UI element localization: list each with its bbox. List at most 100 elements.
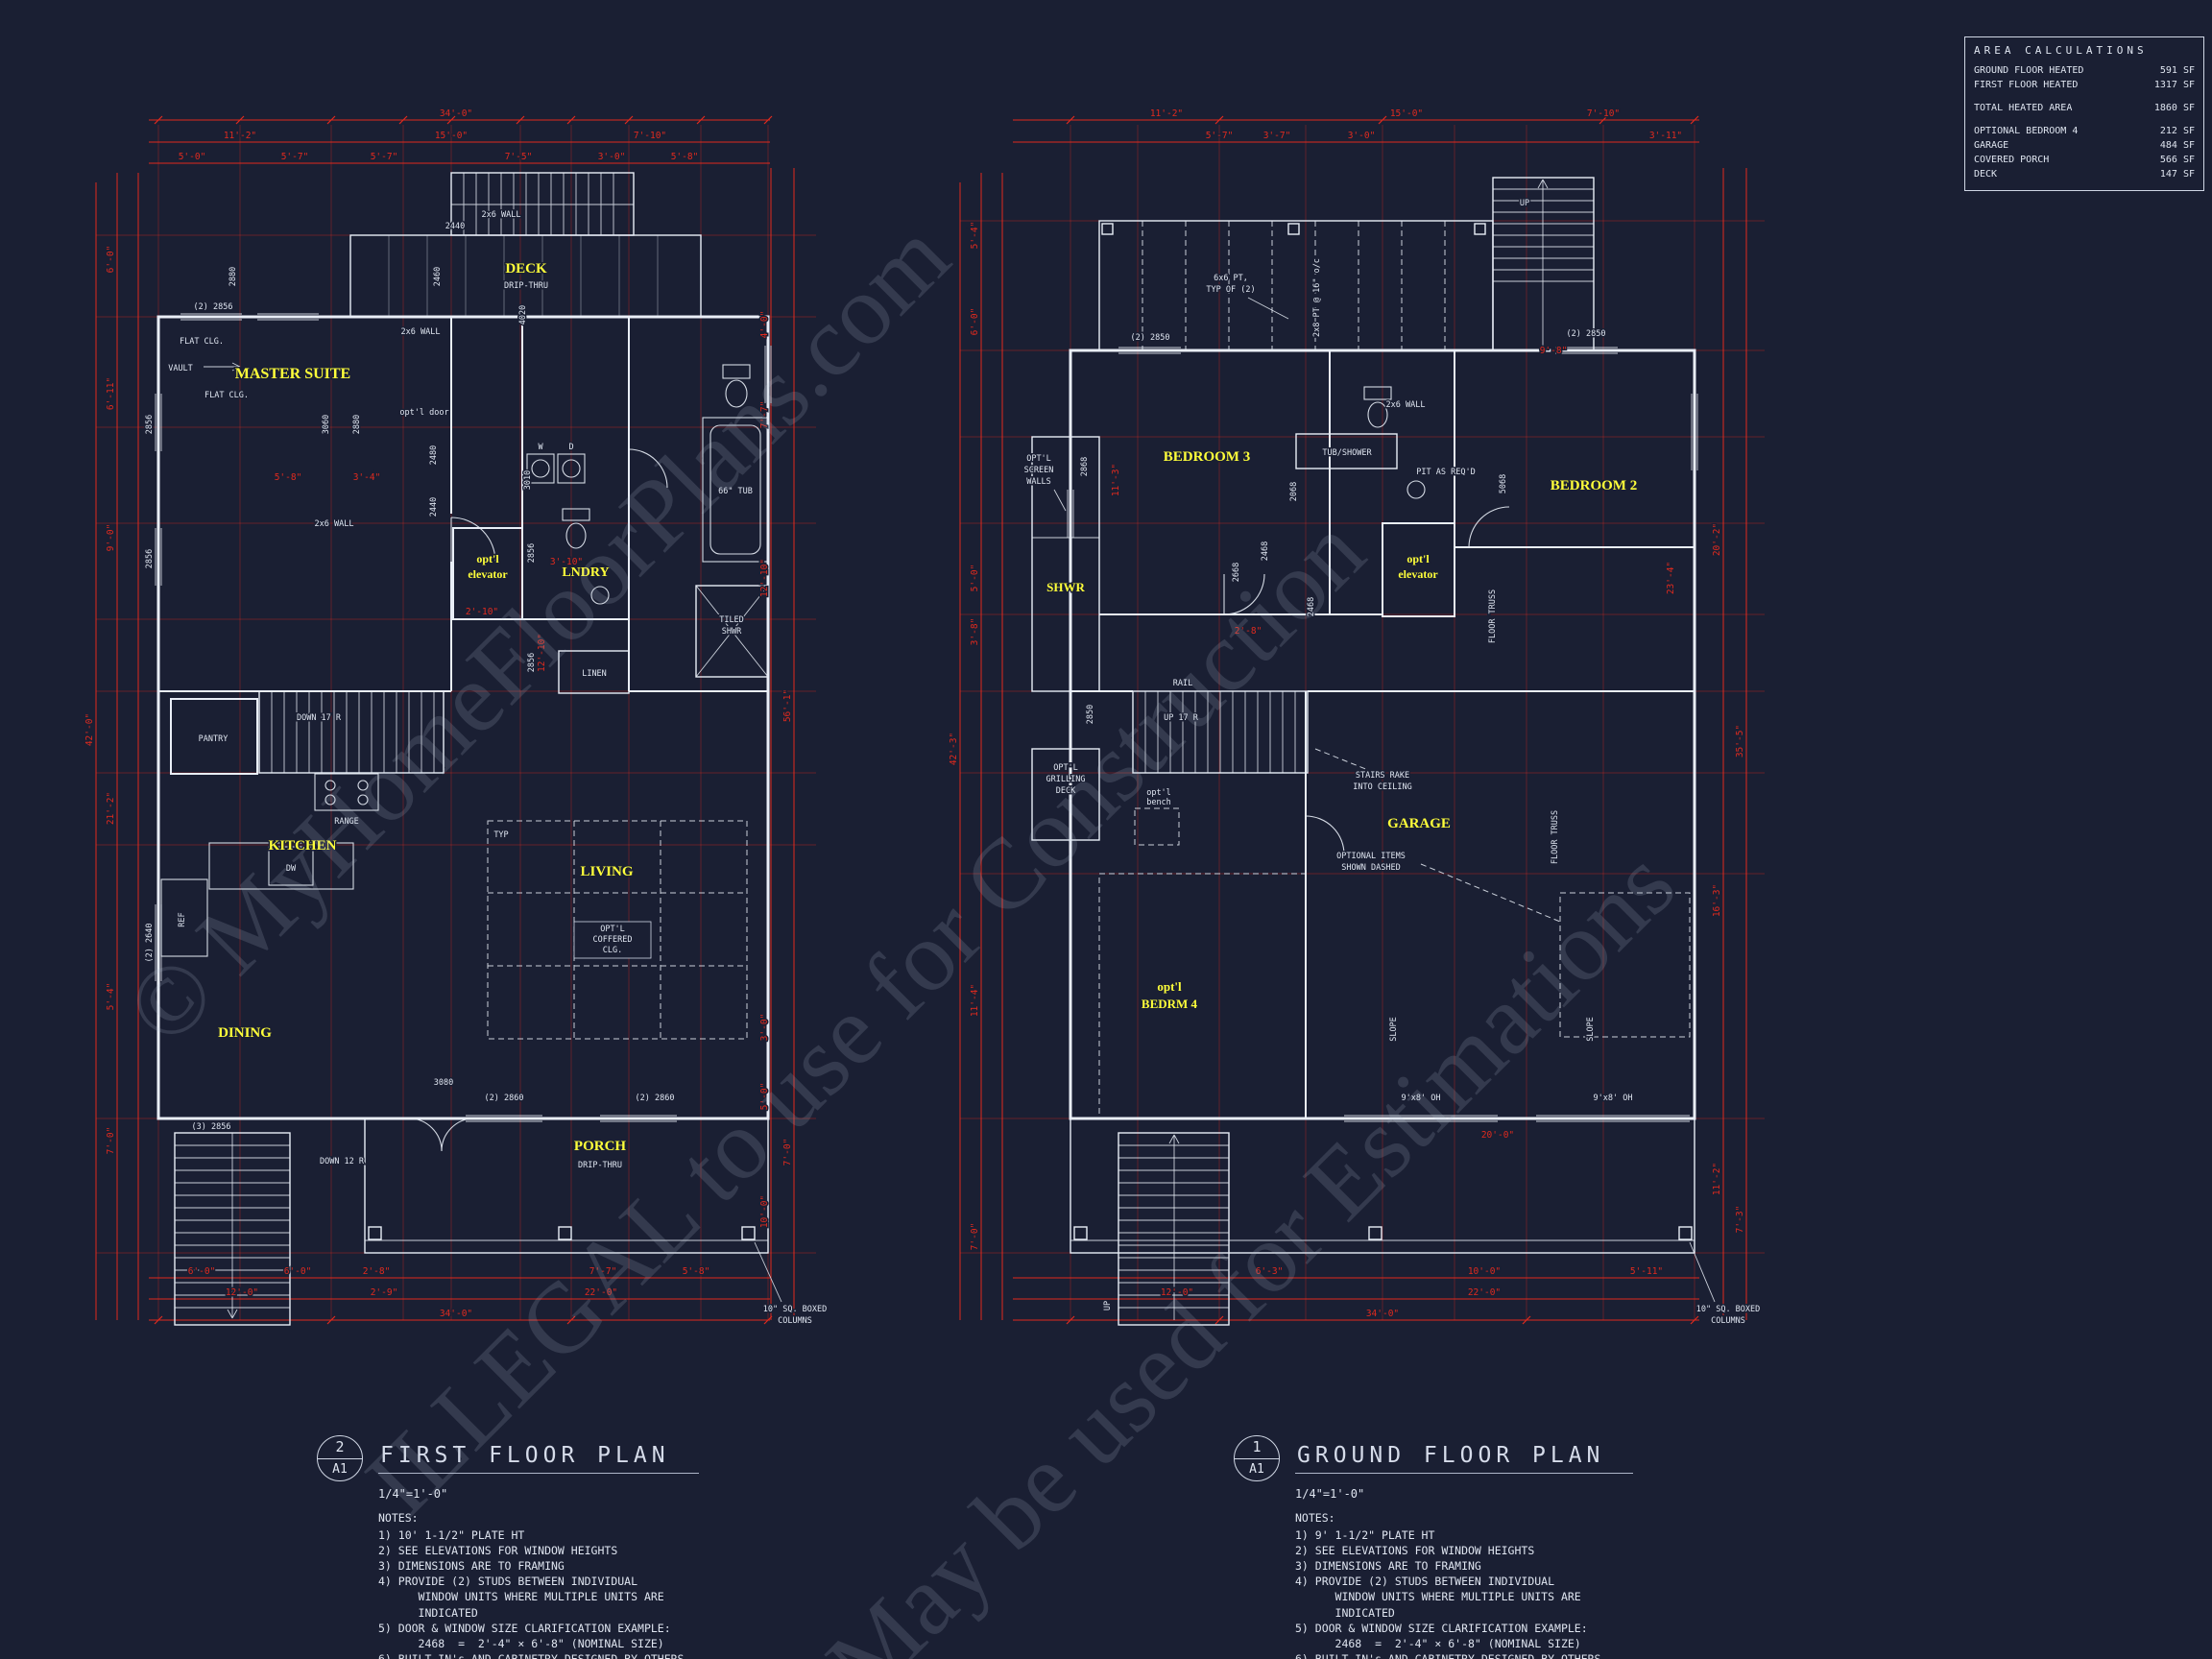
room-label: BEDROOM 3: [1164, 449, 1250, 465]
dimension-text: 7'-5": [505, 152, 533, 162]
annotation-text: UP 17 R: [1164, 713, 1199, 723]
plan-scale: 1/4"=1'-0": [1295, 1487, 1365, 1501]
dimension-text: 7'-10": [1587, 108, 1620, 119]
annotation-text: SHWR: [722, 627, 742, 637]
room-label: LIVING: [580, 864, 633, 879]
dimension-text: 23'-4": [1666, 562, 1676, 594]
annotation-text: WALLS: [1026, 477, 1051, 487]
annotation-text: UP: [1520, 199, 1529, 208]
area-row-value: 591 SF: [2159, 65, 2195, 76]
annotation-text: DRIP-THRU: [504, 281, 548, 291]
annotation-text: DOWN 17 R: [297, 713, 342, 723]
sheet-reference-bubble: 2 A1: [317, 1435, 363, 1481]
dimension-text: 21'-2": [106, 792, 116, 825]
annotation-text: 2880: [352, 415, 362, 434]
area-row-label: DECK: [1974, 169, 1998, 180]
dimension-text: 6'-0": [284, 1266, 312, 1277]
annotation-text: TYP OF (2): [1206, 285, 1255, 295]
note-line: INDICATED: [1295, 1605, 1395, 1620]
dimension-text: 42'-0": [84, 713, 95, 746]
note-line: 5) DOOR & WINDOW SIZE CLARIFICATION EXAM…: [1295, 1621, 1588, 1635]
area-row-value: 1317 SF: [2153, 80, 2195, 90]
room-label: elevator: [468, 567, 508, 581]
dimension-text: 6'-0": [106, 246, 116, 274]
dimension-text: 7'-7": [759, 401, 770, 429]
annotation-text: RAIL: [1173, 679, 1192, 688]
area-row-value: 484 SF: [2159, 140, 2195, 151]
annotation-text: bench: [1146, 798, 1171, 807]
room-label: DECK: [505, 261, 547, 276]
room-label: MASTER SUITE: [235, 366, 350, 382]
room-label: opt'l: [1157, 979, 1182, 994]
dimension-text: 5'-11": [1630, 1266, 1663, 1277]
annotation-text: FLOOR TRUSS: [1551, 810, 1560, 864]
dimension-text: 6'-0": [970, 308, 980, 336]
dimension-text: 5'-0": [970, 565, 980, 592]
dimension-text: 11'-2": [1712, 1163, 1722, 1195]
annotation-text: 2868: [1080, 457, 1090, 476]
notes-title: NOTES:: [378, 1511, 419, 1525]
area-row: OPTIONAL BEDROOM 4 212 SF: [1974, 124, 2195, 138]
annotation-text: 2x6 WALL: [1386, 400, 1426, 410]
dimension-text: 11'-4": [970, 984, 980, 1017]
annotation-text: 3010: [523, 470, 533, 490]
annotation-text: COLUMNS: [1711, 1316, 1745, 1326]
dimension-text: 15'-0": [435, 131, 468, 141]
room-label: KITCHEN: [269, 838, 337, 854]
annotation-text: 2856: [527, 543, 537, 563]
dimension-text: 2'-8": [363, 1266, 391, 1277]
dimension-text: 6'-3": [1256, 1266, 1284, 1277]
plan-title: FIRST FLOOR PLAN: [378, 1443, 699, 1474]
annotation-text: 10" SQ. BOXED: [1696, 1305, 1761, 1314]
plan-scale: 1/4"=1'-0": [378, 1487, 448, 1501]
annotation-text: CLG.: [603, 946, 622, 955]
dimension-text: 22'-0": [585, 1287, 617, 1298]
annotation-text: SLOPE: [1389, 1017, 1399, 1042]
annotation-text: DOWN 12 R: [320, 1157, 365, 1166]
area-row-value: 212 SF: [2159, 126, 2195, 136]
note-line: 3) DIMENSIONS ARE TO FRAMING: [378, 1559, 565, 1574]
first-floor-walls: [155, 172, 782, 1326]
annotation-text: DECK: [1056, 786, 1076, 796]
area-row-value: 147 SF: [2159, 169, 2195, 180]
note-line: 2) SEE ELEVATIONS FOR WINDOW HEIGHTS: [1295, 1544, 1535, 1558]
dimension-text: 34'-0": [440, 108, 472, 119]
detail-number: 1: [1235, 1436, 1279, 1459]
room-label: LNDRY: [562, 565, 609, 580]
dimension-text: 5'-7": [1206, 131, 1234, 141]
dimension-text: 7'-7": [589, 1266, 617, 1277]
dimension-text: 34'-0": [1366, 1309, 1399, 1319]
annotation-text: 4020: [518, 305, 528, 325]
note-line: 1) 9' 1-1/2" PLATE HT: [1295, 1528, 1435, 1543]
note-line: 5) DOOR & WINDOW SIZE CLARIFICATION EXAM…: [378, 1621, 671, 1635]
annotation-text: COFFERED: [593, 935, 633, 945]
annotation-text: 3060: [322, 415, 331, 434]
annotation-text: 2856: [527, 653, 537, 672]
dimension-text: 35'-5": [1735, 725, 1745, 757]
area-row-value: 566 SF: [2159, 155, 2195, 165]
dimension-text: 16'-3": [1712, 884, 1722, 917]
area-row: GROUND FLOOR HEATED 591 SF: [1974, 63, 2195, 78]
area-row-label: OPTIONAL BEDROOM 4: [1974, 126, 2079, 136]
annotation-text: STAIRS RAKE: [1356, 771, 1409, 781]
notes-title: NOTES:: [1295, 1511, 1335, 1525]
dimension-text: 2'-9": [371, 1287, 398, 1298]
annotation-text: (2) 2860: [636, 1094, 675, 1103]
annotation-text: TYP: [493, 830, 508, 840]
dimension-text: 12'-10": [759, 559, 770, 597]
note-line: WINDOW UNITS WHERE MULTIPLE UNITS ARE: [378, 1590, 664, 1604]
note-line: 2468 = 2'-4" × 6'-8" (NOMINAL SIZE): [1295, 1636, 1581, 1650]
dimension-text: 7'-10": [634, 131, 666, 141]
dimension-text: 3'-7": [1263, 131, 1291, 141]
annotation-text: 2460: [433, 267, 443, 286]
detail-number: 2: [318, 1436, 362, 1459]
annotation-text: 2880: [228, 267, 238, 286]
area-row-label: GROUND FLOOR HEATED: [1974, 65, 2084, 76]
dimension-text: 9'-0": [106, 524, 116, 552]
area-row-label: GARAGE: [1974, 140, 2009, 151]
room-label: DINING: [218, 1025, 272, 1041]
dimension-text: 3'-8": [970, 618, 980, 646]
